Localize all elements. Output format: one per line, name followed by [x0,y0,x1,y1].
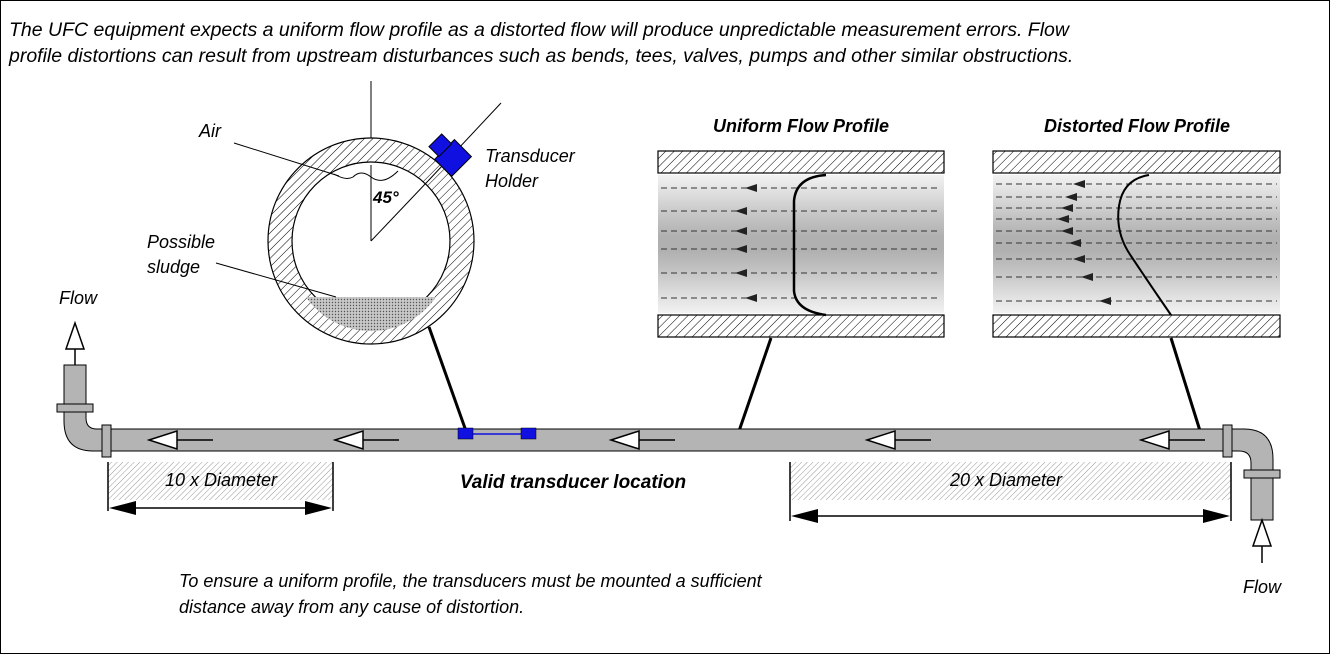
sludge-leader [215,262,337,298]
section-pointer [427,326,468,432]
distorted-streamlines [996,183,1277,302]
pipe-cross-section [267,81,502,432]
cross-section-labels: Air Transducer Holder 45° Possible sludg… [147,121,576,298]
uniform-bottom-wall [657,314,945,338]
uniform-flow-arrows [735,184,757,302]
air-leader [233,142,340,177]
flow-arrow-right [1251,517,1273,563]
transducer-label-line2: Holder [485,171,539,191]
intro-line-1: The UFC equipment expects a uniform flow… [9,19,1069,41]
distorted-flow-title: Distorted Flow Profile [1044,116,1230,136]
distorted-flow-arrows [1057,180,1111,305]
sludge-area [306,297,436,332]
left-riser-flange [56,403,94,413]
uniform-flow-panel: Uniform Flow Profile [657,116,945,435]
flow-arrow-left [64,320,86,365]
transducer-holder [428,133,473,178]
right-elbow [1231,428,1274,472]
distorted-bottom-wall [992,314,1281,338]
distorted-profile-curve [1117,174,1172,316]
dimension-left: 10 x Diameter [107,462,334,515]
transducer-upstream [457,427,474,440]
uniform-pointer [736,337,773,435]
pipe-flow-arrows [146,429,1205,451]
valid-location-label: Valid transducer location [460,472,686,493]
footnote-line-1: To ensure a uniform profile, the transdu… [179,571,763,591]
sludge-label-line2: sludge [147,257,200,277]
distorted-pointer [1169,337,1203,435]
dimension-right: 20 x Diameter [789,462,1232,523]
air-label: Air [198,121,222,141]
distorted-flow-field [993,175,1280,313]
left-riser [63,364,87,411]
right-flange [1222,424,1233,458]
flow-label-right: Flow [1243,577,1282,597]
distorted-flow-panel: Distorted Flow Profile [992,116,1281,435]
dimension-right-label: 20 x Diameter [949,470,1063,490]
uniform-flow-field [658,175,944,313]
intro-text: The UFC equipment expects a uniform flow… [9,17,1325,69]
uniform-flow-title: Uniform Flow Profile [713,116,889,136]
sludge-label-line1: Possible [147,232,215,252]
pipe-run [56,320,1281,563]
flow-label-left: Flow [59,288,98,308]
uniform-streamlines [661,187,941,299]
dimension-left-label: 10 x Diameter [165,470,278,490]
intro-line-2: profile distortions can result from upst… [9,45,1074,67]
right-riser [1250,477,1274,521]
distorted-top-wall [992,150,1281,174]
left-flange [101,424,112,458]
transducer-downstream [520,427,537,440]
angle-line [370,180,429,242]
uniform-top-wall [657,150,945,174]
transducer-axis-line [427,102,502,182]
left-elbow [63,411,106,452]
uniform-profile-curve [792,173,827,317]
air-interface [333,170,399,181]
footnote-line-2: distance away from any cause of distorti… [179,597,524,617]
angle-label: 45° [372,188,399,207]
transducer-label-line1: Transducer [485,146,576,166]
right-riser-flange [1243,469,1281,479]
